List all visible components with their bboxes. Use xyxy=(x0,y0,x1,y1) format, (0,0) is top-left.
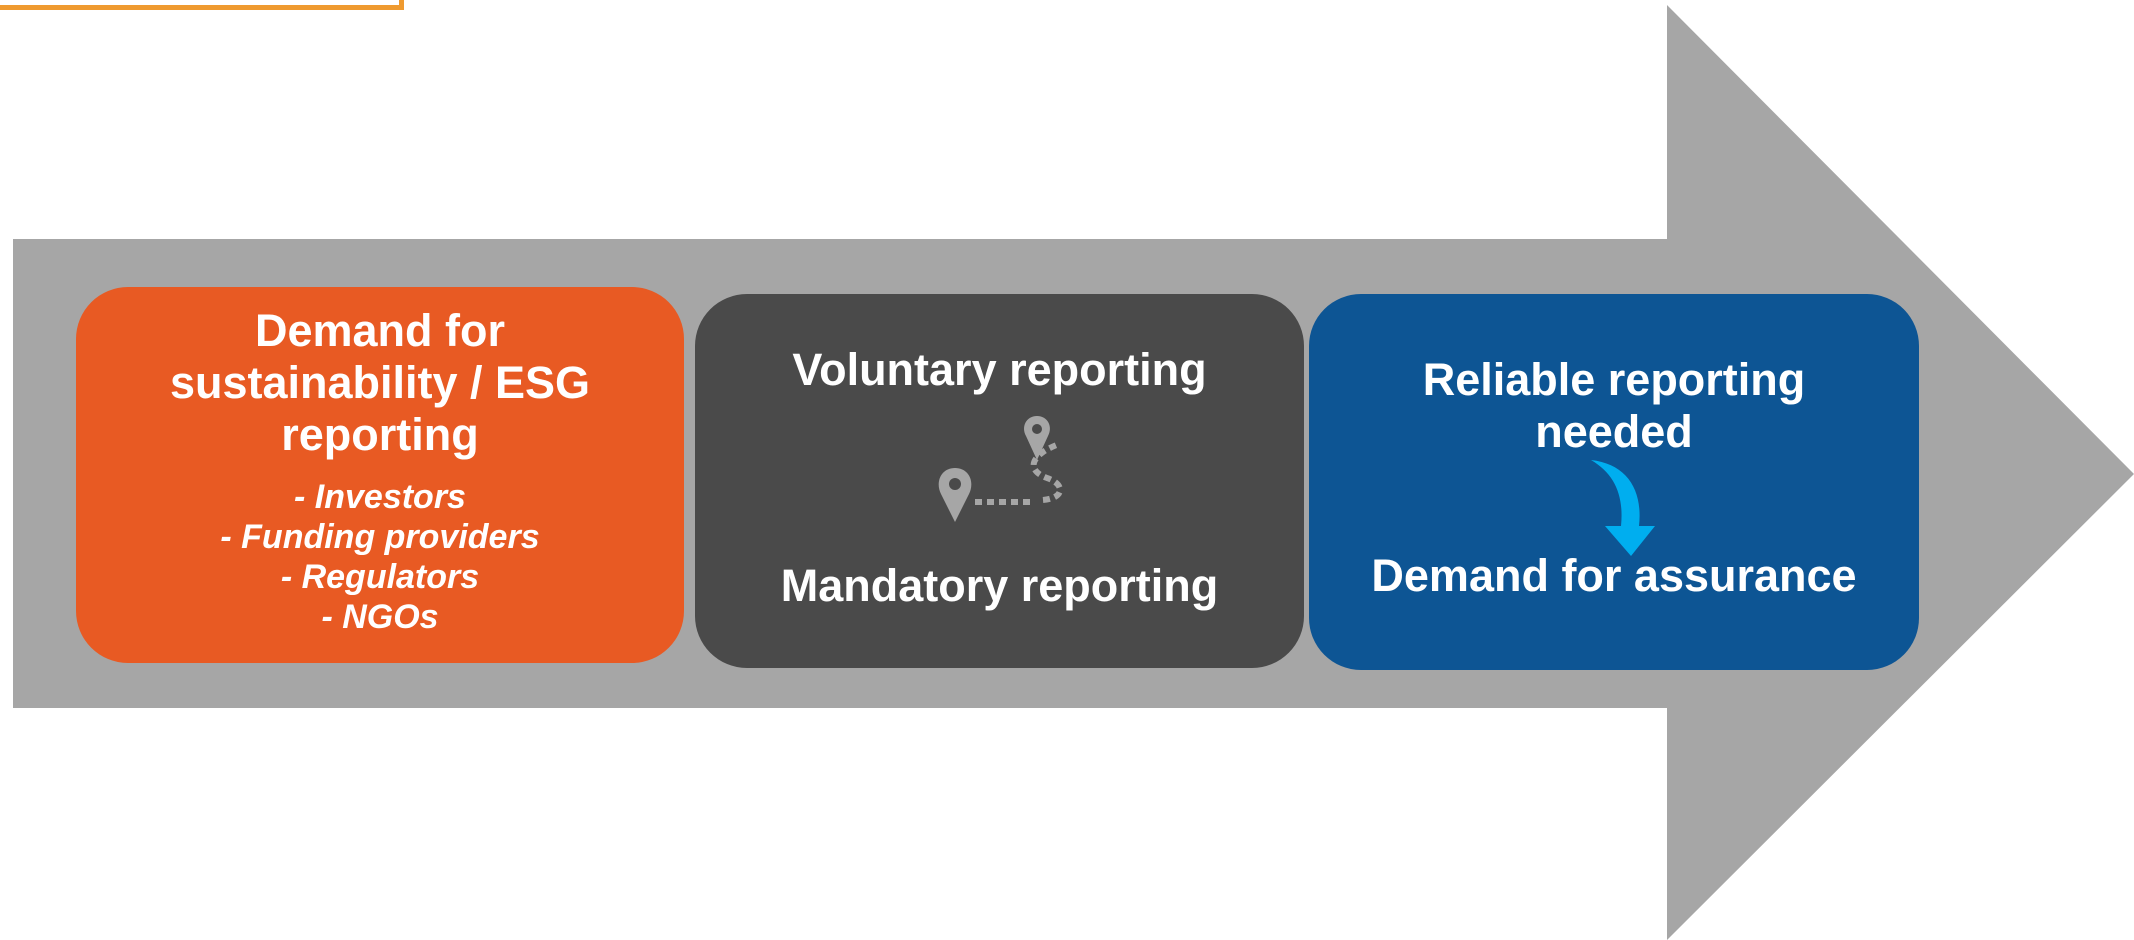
stakeholder-item: - Funding providers xyxy=(220,518,540,556)
demand-box: Demand for sustainability / ESG reportin… xyxy=(76,287,684,663)
reliable-reporting-text: Reliable reporting needed xyxy=(1309,354,1919,458)
demand-title-line: Demand for xyxy=(254,305,506,356)
reporting-transition-box: Voluntary reporting Mandatory reporting xyxy=(695,294,1304,668)
route-dotted-path xyxy=(1030,441,1063,503)
stakeholder-item: - Regulators xyxy=(280,558,480,596)
large-pin xyxy=(938,468,972,522)
reliable-reporting-line: needed xyxy=(1535,406,1693,457)
stakeholder-item: - Investors xyxy=(294,478,466,516)
curved-arrow-down-icon xyxy=(1591,460,1655,556)
stakeholder-list: - Investors - Funding providers - Regula… xyxy=(76,477,684,637)
demand-title-line: reporting xyxy=(281,409,479,460)
small-pin xyxy=(1024,416,1050,460)
assurance-box: Reliable reporting needed Demand for ass… xyxy=(1309,294,1919,670)
corner-accent-frame xyxy=(0,0,404,10)
mandatory-reporting-label: Mandatory reporting xyxy=(780,560,1219,611)
map-pin-route-icon xyxy=(938,416,1063,522)
demand-title-line: sustainability / ESG xyxy=(169,357,591,408)
demand-for-assurance-label: Demand for assurance xyxy=(1371,550,1857,601)
demand-title: Demand for sustainability / ESG reportin… xyxy=(76,305,684,461)
stakeholder-item: - NGOs xyxy=(321,598,439,636)
voluntary-reporting-label: Voluntary reporting xyxy=(792,344,1207,395)
reliable-reporting-line: Reliable reporting xyxy=(1422,354,1806,405)
